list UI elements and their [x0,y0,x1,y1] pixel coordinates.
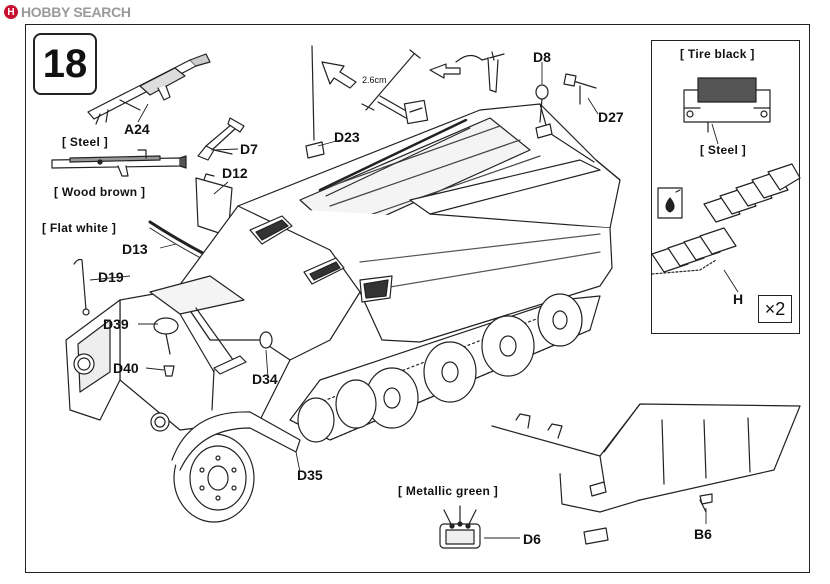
watermark-text: HOBBY SEARCH [21,4,131,20]
label-d6: D6 [523,531,541,547]
label-d12: D12 [222,165,248,181]
glue-drop-icon [657,187,683,219]
front-fender [171,411,301,471]
rear-detail-view [491,403,801,545]
part-d40 [163,365,175,377]
headlight-d39 [153,317,179,355]
label-d35: D35 [297,467,323,483]
hobby-search-logo-icon: H [4,5,18,19]
direction-arrow-icon [429,63,461,79]
track-run [651,163,801,275]
multiplier-badge: ×2 [758,295,792,323]
pioneer-tools-d23 [305,45,471,197]
paint-note-tire-black: [ Tire black ] [680,47,755,61]
label-d34: D34 [252,371,278,387]
part-d6-on-hull [583,527,609,545]
label-d23: D23 [334,129,360,145]
light-d19 [73,258,90,316]
dimension-label: 2.6cm [362,75,387,85]
paint-note-flat-white: [ Flat white ] [42,221,117,235]
watermark: H HOBBY SEARCH [4,3,131,21]
machine-gun-a24-bottom [51,149,187,177]
step-number: 18 [33,33,97,95]
track-link-closeup [683,77,771,133]
machine-gun-a24-top [87,53,211,125]
front-wheel [173,433,255,523]
label-d19: D19 [98,269,124,285]
track-inset-panel [651,40,800,334]
part-d34 [211,331,273,411]
part-d27 [563,73,597,105]
paint-note-metallic-green: [ Metallic green ] [398,484,499,498]
label-d39: D39 [103,316,129,332]
label-d8: D8 [533,49,551,65]
label-b6: B6 [694,526,712,542]
paint-note-steel-a24: [ Steel ] [62,135,109,149]
label-h: H [733,291,744,307]
label-d7: D7 [240,141,258,157]
diagram-frame [25,24,810,573]
label-a24: A24 [124,121,150,137]
paint-note-steel-track: [ Steel ] [700,143,747,157]
part-d8 [535,84,553,139]
antenna-base [455,51,505,93]
track-assembly [289,293,601,443]
antenna-detail [361,49,429,125]
paint-note-wood-brown: [ Wood brown ] [54,185,146,199]
label-d40: D40 [113,360,139,376]
part-d6-sprue [439,505,481,549]
direction-arrow-icon [321,61,357,89]
label-d27: D27 [598,109,624,125]
label-d13: D13 [122,241,148,257]
